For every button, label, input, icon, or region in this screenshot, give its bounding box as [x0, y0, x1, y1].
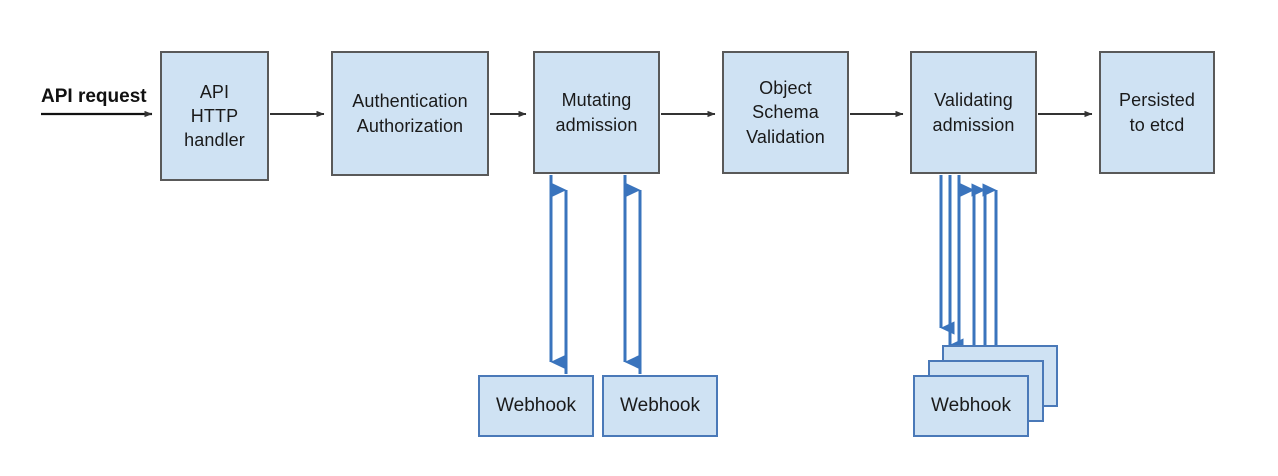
webhook-mutating-2[interactable]: Webhook	[602, 375, 718, 437]
node-object-schema-validation-label: Object Schema Validation	[746, 78, 825, 147]
node-authentication-label: Authentication Authorization	[352, 91, 468, 136]
node-authentication[interactable]: Authentication Authorization	[331, 51, 489, 176]
call-validating-webhooks-arrows	[939, 175, 973, 369]
webhook-validating-label: Webhook	[931, 395, 1011, 416]
webhook-mutating-1[interactable]: Webhook	[478, 375, 594, 437]
webhook-validating[interactable]: Webhook	[913, 375, 1029, 437]
webhook-mutating-2-label: Webhook	[620, 395, 700, 416]
node-mutating-admission[interactable]: Mutating admission	[533, 51, 660, 174]
api-request-label: API request	[41, 86, 147, 107]
node-object-schema-validation[interactable]: Object Schema Validation	[722, 51, 849, 174]
webhook-mutating-1-label: Webhook	[496, 395, 576, 416]
node-validating-admission[interactable]: Validating admission	[910, 51, 1037, 174]
node-mutating-admission-label: Mutating admission	[555, 90, 638, 135]
node-validating-admission-label: Validating admission	[932, 90, 1015, 135]
node-api-http-handler[interactable]: API HTTP handler	[160, 51, 269, 181]
node-persisted-to-etcd[interactable]: Persisted to etcd	[1099, 51, 1215, 174]
node-persisted-to-etcd-label: Persisted to etcd	[1119, 90, 1195, 135]
node-api-http-handler-label: API HTTP handler	[184, 81, 245, 151]
